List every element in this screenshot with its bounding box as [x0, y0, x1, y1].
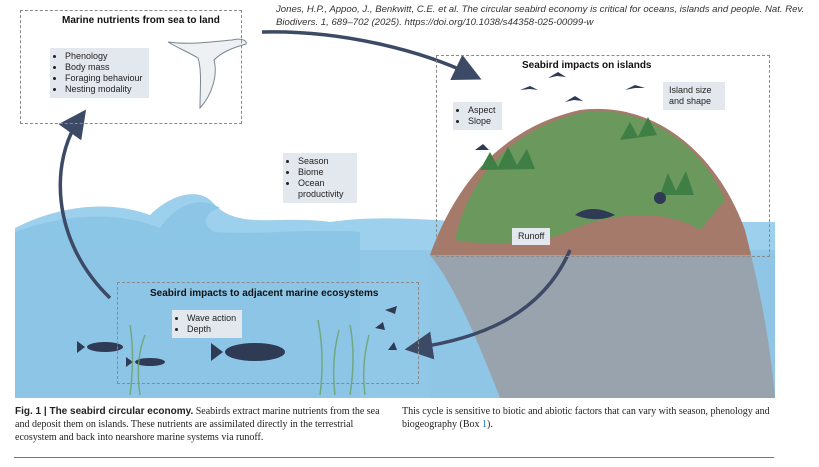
sea-to-land-factors: Phenology Body mass Foraging behaviour N…: [50, 48, 149, 98]
arrow-sea-to-island: [261, 30, 482, 81]
lizard-icon: [575, 209, 615, 220]
arrow-island-to-sea: [404, 249, 572, 360]
environment-factors: Season Biome Ocean productivity: [283, 153, 357, 203]
sea-to-land-panel: [20, 10, 242, 124]
crab-icon: [654, 192, 666, 204]
caption-left: Fig. 1 | The seabird circular economy. S…: [15, 406, 380, 443]
sea-to-land-title: Marine nutrients from sea to land: [62, 15, 220, 26]
shrubs: [480, 117, 694, 195]
fish-icon: [77, 306, 397, 367]
caption-right: This cycle is sensitive to biotic and ab…: [402, 406, 770, 430]
box-link[interactable]: 1: [482, 419, 487, 430]
figure-label: Fig. 1 | The seabird circular economy.: [15, 406, 194, 417]
vegetation: [455, 111, 725, 244]
seagrass: [129, 319, 370, 396]
island-size-label: Island size and shape: [663, 82, 725, 110]
island-underwater: [430, 255, 775, 398]
islands-panel: [436, 55, 770, 257]
marine-factors: Wave action Depth: [172, 310, 243, 338]
flying-birds-icon: [475, 72, 645, 150]
runoff-label: Runoff: [512, 228, 551, 245]
islands-title: Seabird impacts on islands: [522, 60, 652, 71]
seabird-icon: [167, 38, 247, 110]
divider: [14, 457, 774, 458]
aspect-factors: Aspect Slope: [453, 102, 502, 130]
citation: Jones, H.P., Appoo, J., Benkwitt, C.E. e…: [276, 4, 805, 28]
arrow-sea-to-air: [58, 109, 112, 300]
marine-title: Seabird impacts to adjacent marine ecosy…: [150, 288, 379, 299]
marine-panel: [117, 282, 419, 384]
